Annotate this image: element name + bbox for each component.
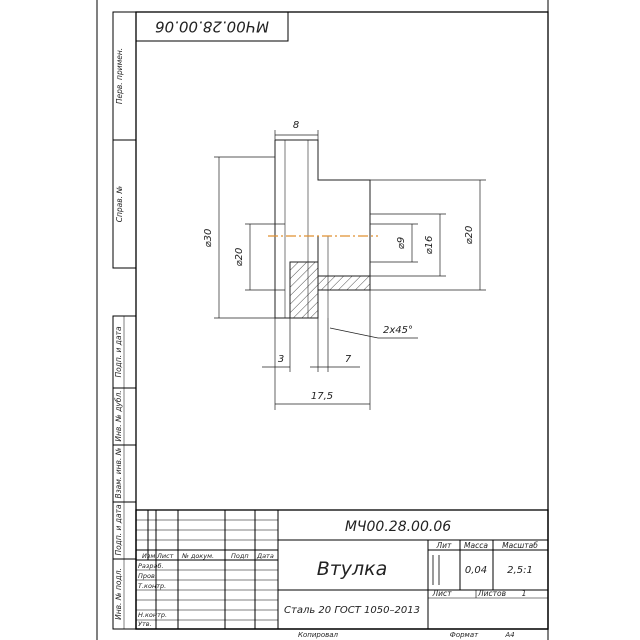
dim-d9: ⌀9 [396, 237, 407, 249]
stamp-inv-orig: Инв. № подл. [114, 568, 123, 620]
role-developer: Разраб. [138, 562, 164, 570]
title-block [135, 509, 549, 630]
top-code-box: МЧ00.28.00.06 [135, 11, 289, 42]
hdr-sign: Подп [231, 552, 249, 560]
stamp-first-use: Перв. примен. [115, 48, 124, 104]
role-norm-control: Н.контр. [138, 611, 167, 619]
hdr-doc-no: № докум. [181, 552, 214, 560]
format-label: Формат [450, 631, 479, 639]
format-value: А4 [504, 631, 514, 639]
hdr-date: Дата [256, 552, 274, 560]
title-drawing-code: МЧ00.28.00.06 [345, 519, 451, 535]
stamp-replace-inv: Взам. инв. № [114, 447, 123, 498]
sheet-label: Лист [431, 589, 452, 598]
dim-d30: ⌀30 [203, 229, 214, 248]
dim-chamfer: 2х45° [383, 325, 413, 336]
material: Сталь 20 ГОСТ 1050–2013 [284, 605, 420, 616]
side-stamp [112, 11, 137, 630]
hdr-change: Изм [142, 552, 155, 560]
stamp-sign-date-2: Подп. и дата [114, 504, 123, 555]
dim-len-17-5: 17,5 [311, 391, 333, 402]
title-block-texts: МЧ00.28.00.06 Втулка Сталь 20 ГОСТ 1050–… [138, 519, 538, 639]
scale-value: 2,5:1 [507, 565, 533, 576]
stamp-ref-no: Справ. № [115, 186, 124, 223]
role-approved: Утв. [138, 620, 152, 628]
mass-label: Масса [464, 541, 488, 550]
sheets-count: 1 [522, 589, 527, 598]
dim-len-7: 7 [345, 354, 352, 365]
copied-label: Копировал [298, 631, 339, 639]
side-stamp-labels: Перв. примен. Справ. № Подп. и дата Инв.… [114, 48, 124, 620]
role-tech-control: Т.контр. [138, 582, 166, 590]
section-hatching [290, 262, 370, 318]
part-view [274, 139, 371, 319]
dim-d20-inner: ⌀20 [234, 248, 245, 267]
dimension-lines [214, 130, 486, 410]
part-outline [274, 139, 371, 319]
lit-label: Лит [436, 541, 453, 550]
sheets-label: Листов [477, 589, 506, 598]
hdr-sheet: Лист [156, 552, 174, 560]
top-drawing-code: МЧ00.28.00.06 [155, 18, 269, 36]
part-name: Втулка [317, 558, 388, 580]
dim-d16: ⌀16 [424, 236, 435, 255]
stamp-sign-date-1: Подп. и дата [114, 326, 123, 377]
mass-value: 0,04 [465, 565, 487, 576]
dimension-texts: 8 ⌀30 ⌀20 ⌀9 ⌀16 ⌀20 2х45° 3 7 17,5 [203, 120, 475, 402]
scale-label: Масштаб [502, 541, 538, 550]
stamp-inv-dupl: Инв. № дубл. [114, 390, 123, 441]
dim-d20-right: ⌀20 [464, 226, 475, 245]
role-checker: Пров. [138, 572, 157, 580]
dim-width-8: 8 [293, 120, 299, 131]
dim-len-3: 3 [278, 354, 284, 365]
